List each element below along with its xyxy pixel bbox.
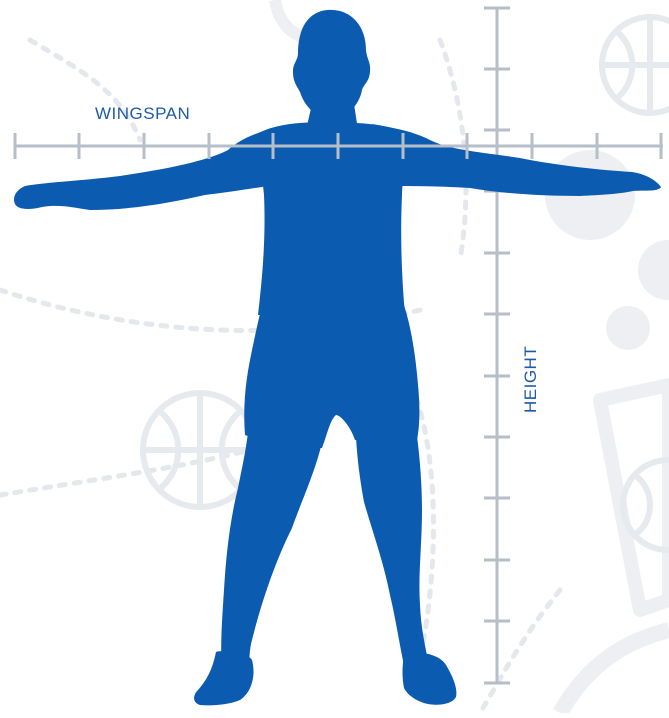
height-label: HEIGHT	[522, 346, 539, 413]
basketball-icon	[602, 17, 669, 113]
height-ruler	[484, 7, 510, 684]
wingspan-ruler	[15, 133, 663, 159]
wingspan-label: WINGSPAN	[95, 105, 190, 122]
